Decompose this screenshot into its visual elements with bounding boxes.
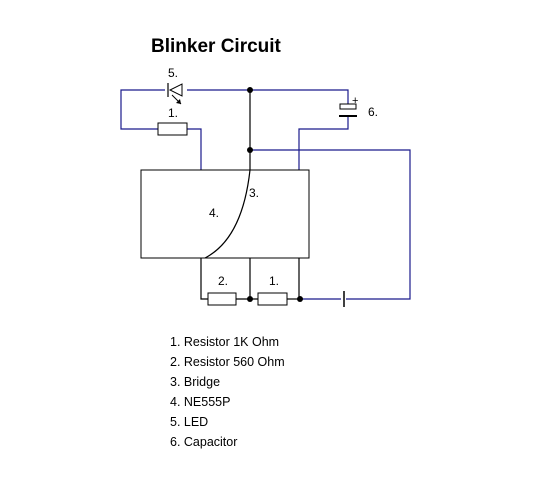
wire-led-loop — [120, 89, 165, 130]
capacitor-top-plate — [339, 103, 357, 110]
led-symbol — [167, 83, 183, 105]
junction-top — [247, 87, 253, 93]
junction-middle — [247, 147, 253, 153]
label-led: 5. — [168, 66, 178, 80]
led-arrowhead — [176, 99, 181, 104]
legend-item: 5. LED — [170, 415, 209, 429]
junction-bottom-right — [297, 296, 303, 302]
resistor-top — [157, 122, 188, 136]
component-legend: 1. Resistor 1K Ohm 2. Resistor 560 Ohm 3… — [170, 332, 285, 452]
wire-resistor-to-chip — [187, 128, 202, 170]
bridge-curve — [204, 169, 251, 259]
legend-item: 6. Capacitor — [170, 435, 238, 449]
label-resistor-top: 1. — [168, 106, 178, 120]
label-chip: 4. — [209, 206, 219, 220]
label-capacitor: 6. — [368, 105, 378, 119]
junction-bottom-middle — [247, 296, 253, 302]
junction-dots — [247, 87, 303, 302]
led-triangle — [168, 83, 183, 97]
capacitor-symbol — [339, 103, 357, 117]
legend-item: 2. Resistor 560 Ohm — [170, 355, 285, 369]
wire-capacitor-down — [298, 117, 349, 170]
legend-item: 4. NE555P — [170, 395, 231, 409]
resistor-1k — [257, 292, 288, 306]
resistor-560 — [207, 292, 237, 306]
wire-right-loop — [250, 149, 411, 300]
wire-bottom-left — [200, 258, 208, 300]
label-bridge: 3. — [249, 186, 259, 200]
diagram-title: Blinker Circuit — [151, 36, 281, 57]
blue-wires — [120, 89, 411, 300]
legend-item: 1. Resistor 1K Ohm — [170, 335, 280, 349]
label-capacitor-plus: + — [352, 95, 358, 107]
label-resistor-1k: 1. — [269, 274, 279, 288]
label-resistor-560: 2. — [218, 274, 228, 288]
wire-top-rail — [187, 89, 349, 104]
legend-item: 3. Bridge — [170, 375, 221, 389]
chip-ne555p — [140, 169, 310, 259]
